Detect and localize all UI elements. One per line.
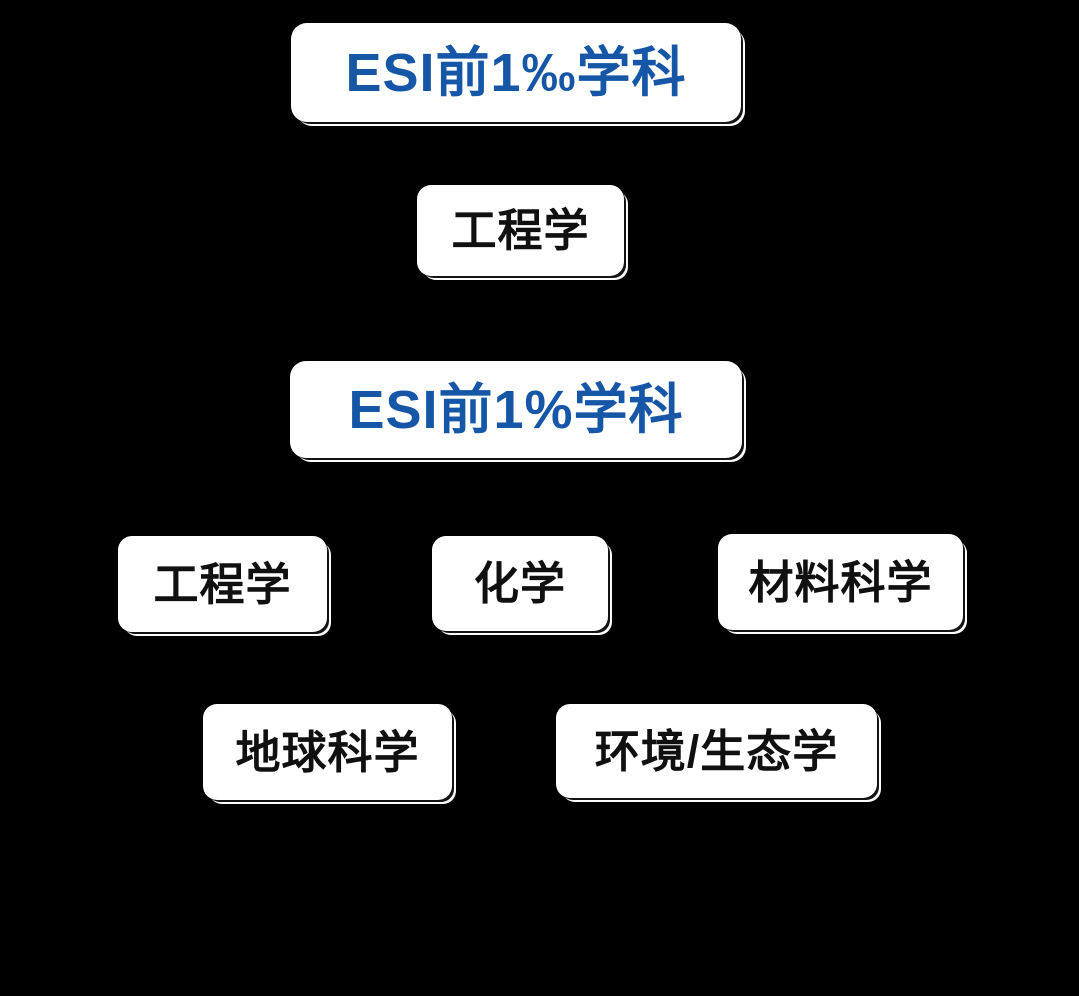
- tier-permille-title: ESI前1‰学科: [345, 42, 687, 103]
- discipline-box-chemistry: 化学: [432, 536, 608, 631]
- discipline-label-geosciences: 地球科学: [235, 726, 420, 778]
- tier-percent-title: ESI前1%学科: [348, 379, 684, 440]
- discipline-label-environment-ecology: 环境/生态学: [594, 725, 839, 777]
- discipline-box-environment-ecology: 环境/生态学: [556, 704, 877, 798]
- discipline-label-materials-science: 材料科学: [748, 556, 933, 608]
- tier-permille-header-box: ESI前1‰学科: [291, 23, 741, 122]
- discipline-label-engineering-permille: 工程学: [451, 205, 590, 256]
- discipline-box-engineering-permille: 工程学: [417, 185, 624, 276]
- discipline-box-engineering: 工程学: [118, 536, 327, 632]
- discipline-label-engineering: 工程学: [153, 558, 292, 610]
- tier-percent-header-box: ESI前1%学科: [290, 361, 742, 458]
- discipline-box-materials-science: 材料科学: [718, 534, 963, 630]
- discipline-box-geosciences: 地球科学: [203, 704, 452, 800]
- discipline-label-chemistry: 化学: [473, 558, 566, 609]
